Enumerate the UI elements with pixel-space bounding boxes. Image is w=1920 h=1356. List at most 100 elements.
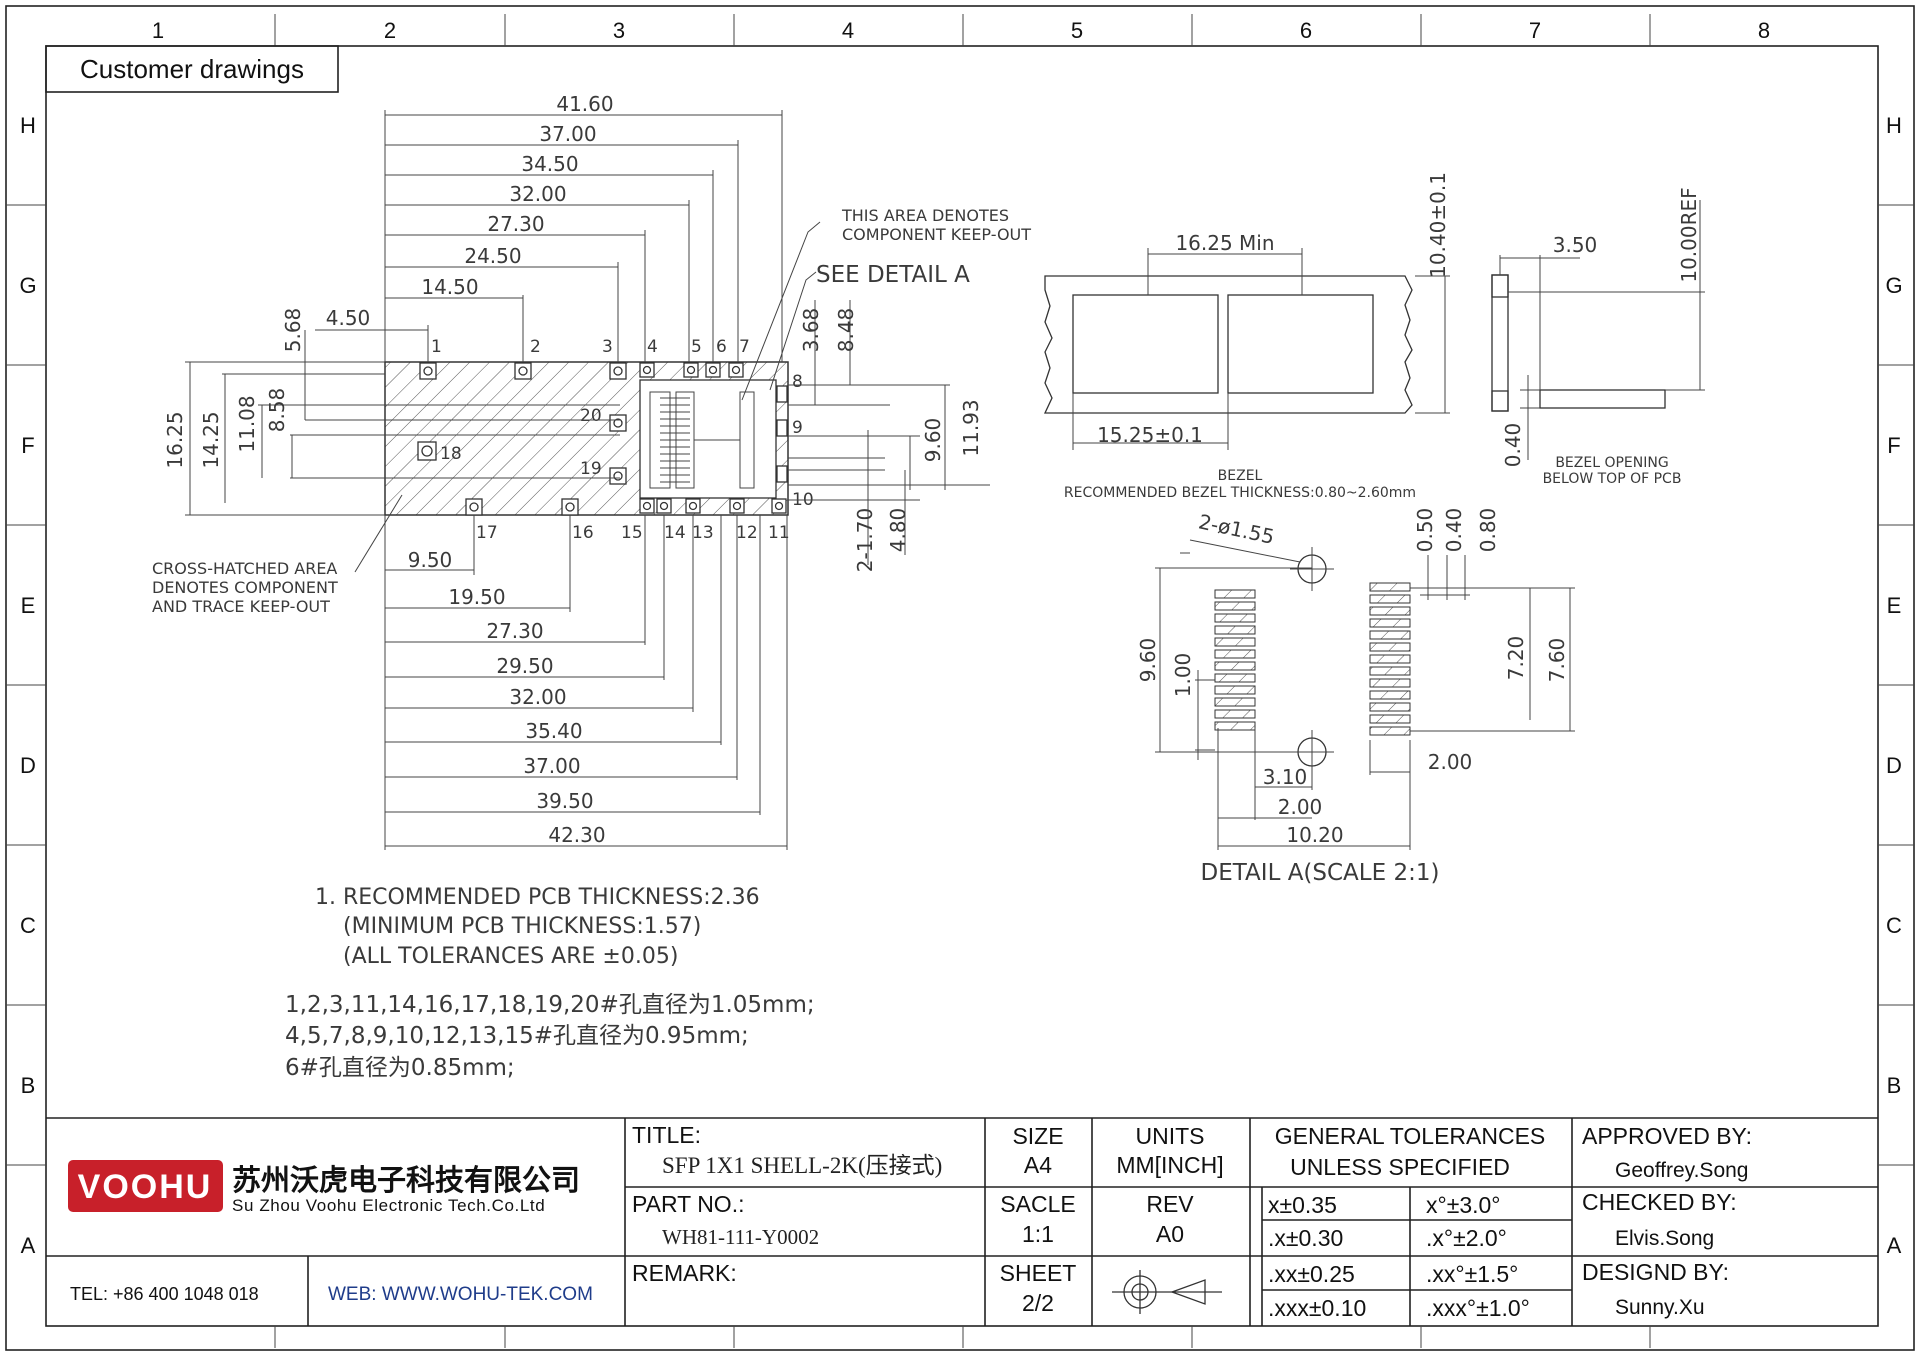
dim-left-16-25: 16.25 [163,411,187,468]
side-dim-0-40: 0.40 [1501,423,1525,468]
dim-top-32-00: 32.00 [509,182,566,206]
keepout-note-line-2: COMPONENT KEEP-OUT [842,225,1031,244]
tol-row-2-angle: .x°±2.0° [1426,1225,1507,1251]
side-note-line-2: BELOW TOP OF PCB [1543,471,1682,487]
dim-top-41-60: 41.60 [556,92,613,116]
rev-label: REV [1146,1191,1194,1217]
hole-label-7: 7 [739,337,750,357]
part-no-value: WH81-111-Y0002 [662,1225,819,1249]
size-label: SIZE [1012,1123,1063,1149]
remark-label: REMARK: [632,1260,737,1286]
title-label: TITLE: [632,1122,701,1148]
checked-value: Elvis.Song [1615,1227,1714,1250]
row-g-right: G [1885,273,1902,298]
scale-label: SACLE [1000,1191,1075,1217]
header-label-box [45,45,339,93]
size-value: A4 [1024,1152,1052,1178]
dim-top-27-30: 27.30 [487,212,544,236]
notes-block: 1. RECOMMENDED PCB THICKNESS:2.36 (MINIM… [315,885,760,969]
row-h-left: H [20,113,36,138]
tol-row-4-linear: .xxx±0.10 [1268,1295,1366,1321]
row-g-left: G [19,273,36,298]
side-dim-3-50: 3.50 [1553,233,1598,257]
hole-label-12: 12 [736,523,758,543]
tol-row-4-angle: .xxx°±1.0° [1426,1295,1530,1321]
approved-value: Geoffrey.Song [1615,1159,1748,1182]
dim-right-3-68: 3.68 [799,308,823,353]
tol-row-3-linear: .xx±0.25 [1268,1261,1355,1287]
designed-label: DESIGND BY: [1582,1259,1729,1285]
row-e-right: E [1887,593,1902,618]
checked-label: CHECKED BY: [1582,1189,1737,1215]
dim-right-9-60: 9.60 [921,418,945,463]
bezel-view: 16.25 Min 15.25±0.1 10.40±0.1 BEZEL RECO… [1043,172,1450,501]
approved-label: APPROVED BY: [1582,1123,1752,1149]
row-e-left: E [21,593,36,618]
dim-bottom-27-30: 27.30 [486,619,543,643]
detail-a-view: 2-ø1.55 0.50 0.40 0.80 9.60 1.00 7.20 7.… [1136,508,1575,886]
projection-symbol-icon [1112,1270,1222,1314]
side-dim-10-00-ref: 10.00REF [1677,187,1701,282]
col-1: 1 [152,18,164,43]
dim-bottom-19-50: 19.50 [448,585,505,609]
note-line-3: (ALL TOLERANCES ARE ±0.05) [343,944,678,969]
company-tel: TEL: +86 400 1048 018 [70,1284,259,1304]
col-8: 8 [1758,18,1770,43]
dim-bottom-37-00: 37.00 [523,754,580,778]
row-d-left: D [20,753,36,778]
row-f-left: F [21,433,34,458]
hole-label-4: 4 [647,337,658,357]
rev-value: A0 [1156,1221,1184,1247]
keepout-note-line-1: THIS AREA DENOTES [841,206,1009,225]
component-window [639,379,777,499]
hole-label-6: 6 [716,337,727,357]
dim-right-2-1-70: 2-1.70 [853,508,877,572]
bezel-opening-2 [1227,294,1374,394]
see-detail-a: SEE DETAIL A [816,262,970,288]
dim-bottom-29-50: 29.50 [496,654,553,678]
hole-label-3: 3 [602,337,613,357]
part-no-label: PART NO.: [632,1191,744,1217]
hole-note-2: 4,5,7,8,9,10,12,13,15#孔直径为0.95mm; [285,1023,749,1049]
bezel-title: BEZEL [1218,468,1263,484]
units-value: MM[INCH] [1116,1152,1223,1178]
hole-label-15: 15 [621,523,643,543]
tol-row-2-linear: .x±0.30 [1268,1225,1343,1251]
main-pcb-view: 1 2 3 4 5 6 7 8 9 10 11 12 13 14 15 16 1… [152,92,1031,850]
row-a-left: A [21,1233,36,1258]
dim-top-24-50: 24.50 [464,244,521,268]
hole-label-17: 17 [476,523,498,543]
dim-bottom-32-00: 32.00 [509,685,566,709]
dim-top-34-50: 34.50 [521,152,578,176]
bezel-dim-pitch: 15.25±0.1 [1097,423,1203,447]
hole-label-14: 14 [664,523,686,543]
detail-dim-1-00: 1.00 [1171,653,1195,698]
dim-left-8-58: 8.58 [265,388,289,433]
voohu-logo-text: VOOHU [78,1168,213,1206]
dim-bottom-39-50: 39.50 [536,789,593,813]
dim-top-4-50: 4.50 [326,306,371,330]
dim-left-11-08: 11.08 [235,395,259,452]
row-a-right: A [1887,1233,1902,1258]
scale-value: 1:1 [1022,1221,1054,1247]
col-3: 3 [613,18,625,43]
detail-dim-0-50: 0.50 [1413,508,1437,553]
title-value: SFP 1X1 SHELL-2K(压接式) [662,1153,942,1178]
dim-top-14-50: 14.50 [421,275,478,299]
row-d-right: D [1886,753,1902,778]
hole-label-8: 8 [792,372,803,392]
drawing-frame: 1 2 3 4 5 6 7 8 H G F E D C B A H G F E … [5,5,1915,1351]
row-f-right: F [1887,433,1900,458]
tol-row-1-angle: x°±3.0° [1426,1192,1501,1218]
hole-label-9: 9 [792,418,803,438]
col-6: 6 [1300,18,1312,43]
bezel-dim-height: 10.40±0.1 [1426,172,1450,278]
hole-label-19: 19 [580,459,602,479]
detail-dim-2-00-a: 2.00 [1278,795,1323,819]
dim-right-8-48: 8.48 [834,308,858,353]
side-view: 3.50 10.00REF 0.40 BEZEL OPENING BELOW T… [1491,187,1705,487]
row-c-right: C [1886,913,1902,938]
detail-dim-9-60: 9.60 [1136,638,1160,683]
tolerance-header-1: GENERAL TOLERANCES [1275,1123,1546,1149]
